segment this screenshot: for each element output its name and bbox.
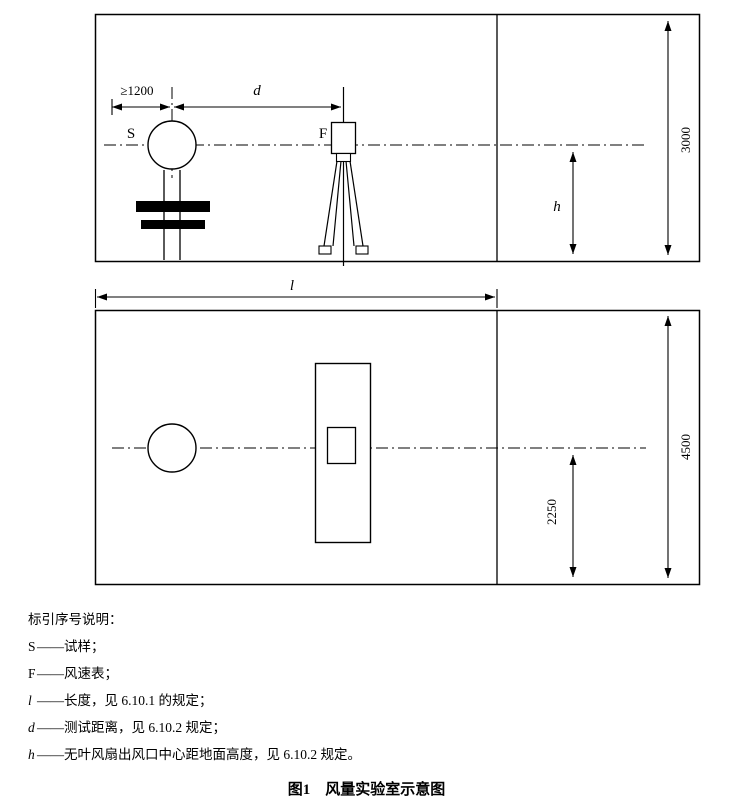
legend-symbol-h: h (28, 747, 35, 762)
anemometer-body (330, 121, 357, 155)
legend-row-height: h——无叶风扇出风口中心距地面高度，见 6.10.2 规定。 (28, 741, 733, 768)
outlet-height-label: h (553, 199, 561, 215)
legend-desc-d: ——测试距离，见 6.10.2 规定； (37, 720, 226, 735)
tripod-leg-left-inner (332, 160, 342, 247)
anemometer-label: F (319, 126, 327, 142)
fan-base-plate-upper (136, 201, 210, 212)
legend-desc-l: ——长度，见 6.10.1 的规定； (37, 693, 213, 708)
plan-view: l 2250 4500 (94, 278, 701, 586)
tripod-foot-left (318, 245, 332, 255)
anemometer-plan-inner-rect (326, 426, 357, 465)
half-width-label: 2250 (544, 499, 559, 525)
length-label: l (290, 278, 294, 294)
legend-desc-h: ——无叶风扇出风口中心距地面高度，见 6.10.2 规定。 (37, 747, 361, 762)
anemometer-neck (335, 152, 352, 163)
legend-symbol-d: d (28, 720, 35, 735)
plan-room-outline (94, 309, 701, 586)
tripod-foot-right (355, 245, 369, 255)
elevation-view: S F ≥1200 d h 3000 (94, 13, 701, 266)
min-clearance-label: ≥1200 (120, 83, 153, 98)
tripod-leg-right-outer (349, 160, 364, 247)
room-width-label: 4500 (678, 434, 693, 460)
legend-row-distance: d——测试距离，见 6.10.2 规定； (28, 714, 733, 741)
fan-base-plate-lower (141, 220, 205, 229)
legend-row-length: l ——长度，见 6.10.1 的规定； (28, 687, 733, 714)
legend-row-anemometer: F——风速表； (28, 660, 733, 687)
room-height-label: 3000 (678, 127, 693, 153)
legend-desc-s: ——试样； (37, 639, 105, 654)
sample-label: S (127, 126, 135, 142)
tripod-leg-left-outer (323, 160, 338, 247)
test-distance-label: d (253, 83, 261, 99)
legend-symbol-f: F (28, 666, 36, 681)
legend-row-sample: S——试样； (28, 633, 733, 660)
figure-caption: 图1 风量实验室示意图 (287, 782, 446, 796)
elevation-room-outline (94, 13, 701, 263)
legend-symbol-s: S (28, 639, 36, 654)
fan-plan-circle (147, 423, 197, 473)
legend-desc-f: ——风速表； (37, 666, 118, 681)
fan-head-circle (147, 120, 197, 170)
legend-symbol-l: l (28, 693, 32, 708)
legend: 标引序号说明： S——试样； F——风速表； l ——长度，见 6.10.1 的规… (0, 606, 733, 768)
tripod-leg-right-inner (345, 160, 355, 247)
air-volume-lab-diagram: S F ≥1200 d h 3000 (94, 13, 701, 586)
legend-title: 标引序号说明： (28, 612, 123, 627)
